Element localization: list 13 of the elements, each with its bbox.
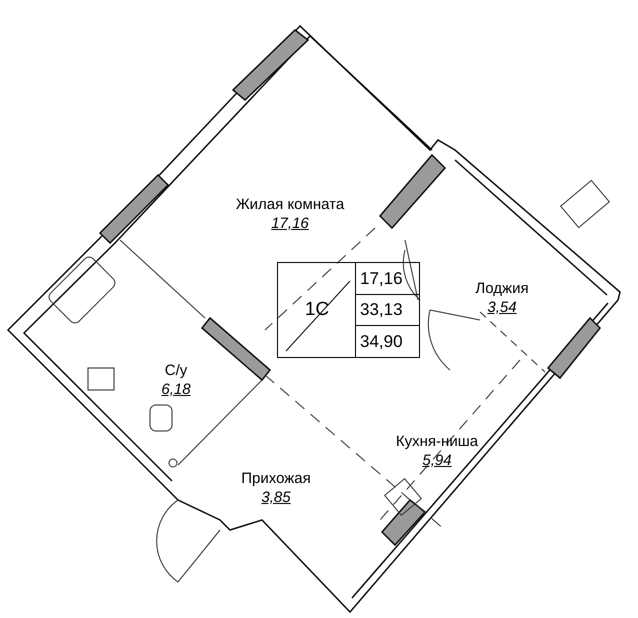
area-value: 33,13 [356, 294, 419, 326]
area-value: 17,16 [359, 268, 404, 290]
room-area: 3,85 [261, 488, 291, 508]
area-value: 34,90 [356, 325, 419, 358]
room-name: Кухня-ниша [396, 433, 478, 452]
room-name: Жилая комната [236, 196, 344, 215]
room-area: 5,94 [422, 452, 452, 470]
room-name: С/у [164, 362, 188, 381]
room-name: Прихожая [241, 470, 311, 489]
room-area: 17,16 [271, 214, 309, 234]
room-area: 6,18 [161, 380, 191, 400]
room-area: 3,54 [487, 298, 517, 318]
room-name: Лоджия [475, 280, 529, 299]
